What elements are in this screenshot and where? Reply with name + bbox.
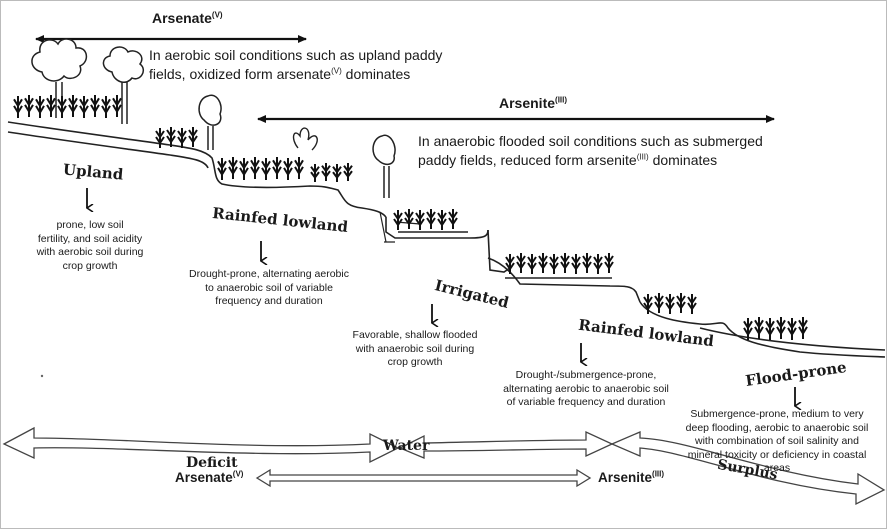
- water-arrows: [2, 426, 886, 506]
- deficit-label: Deficit: [186, 455, 238, 471]
- zone-irrigated-description: Favorable, shallow flooded with anaerobi…: [352, 329, 478, 368]
- arsenate-bottom-label: Arsenate(V): [175, 469, 244, 485]
- shrub: [292, 127, 318, 151]
- dot-mark: [40, 374, 44, 378]
- trees: [31, 38, 396, 198]
- zone-rainfed-lowland-description: Drought-prone, alternating aerobic to an…: [189, 268, 349, 307]
- arsenate-description: In aerobic soil conditions such as uplan…: [149, 47, 443, 82]
- zone-rainfed-lowland-2-description: Drought-/submergence-prone, alternating …: [503, 369, 669, 408]
- arsenate-arsenite-arrow: [255, 468, 592, 488]
- arsenite-description: In anaerobic flooded soil conditions suc…: [418, 133, 763, 168]
- zone-flood-prone-description: Submergence-prone, medium to very deep f…: [685, 408, 869, 474]
- arsenite-bottom-label: Arsenite(III): [598, 469, 665, 485]
- arsenite-top-label: Arsenite(III): [499, 95, 568, 111]
- water-label: Water: [383, 438, 430, 454]
- rice-plants: [13, 95, 808, 340]
- zone-upland-description: prone, low soil fertility, and soil acid…: [36, 219, 144, 272]
- arsenate-top-label: Arsenate(V): [152, 10, 223, 26]
